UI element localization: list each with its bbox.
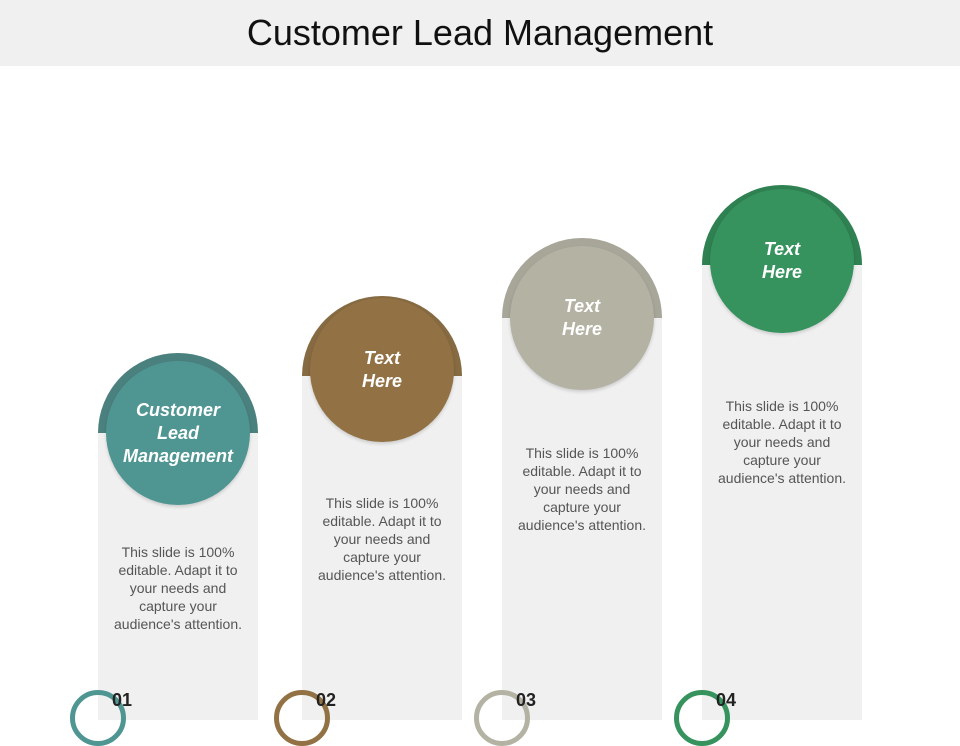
step-2-number: 02 bbox=[315, 690, 337, 710]
step-1-description: This slide is 100% editable. Adapt it to… bbox=[114, 544, 242, 632]
step-4-number: 04 bbox=[715, 690, 737, 710]
step-3-number: 03 bbox=[515, 690, 537, 710]
page-title: Customer Lead Management bbox=[246, 12, 714, 53]
step-column-1: Customer Lead Management This slide is 1… bbox=[70, 353, 258, 746]
step-column-2: Text Here This slide is 100% editable. A… bbox=[274, 296, 462, 746]
step-1-circle: Customer Lead Management bbox=[106, 361, 250, 505]
step-3-description: This slide is 100% editable. Adapt it to… bbox=[518, 445, 646, 533]
step-2-circle: Text Here bbox=[310, 298, 454, 442]
step-4-circle: Text Here bbox=[710, 189, 854, 333]
step-2-description: This slide is 100% editable. Adapt it to… bbox=[318, 495, 446, 583]
step-column-3: Text Here This slide is 100% editable. A… bbox=[474, 238, 662, 746]
step-4-description: This slide is 100% editable. Adapt it to… bbox=[718, 398, 846, 486]
title-bar: Customer Lead Management bbox=[0, 0, 960, 66]
step-1-number: 01 bbox=[111, 690, 133, 710]
step-column-4: Text Here This slide is 100% editable. A… bbox=[674, 185, 862, 746]
step-3-circle: Text Here bbox=[510, 246, 654, 390]
